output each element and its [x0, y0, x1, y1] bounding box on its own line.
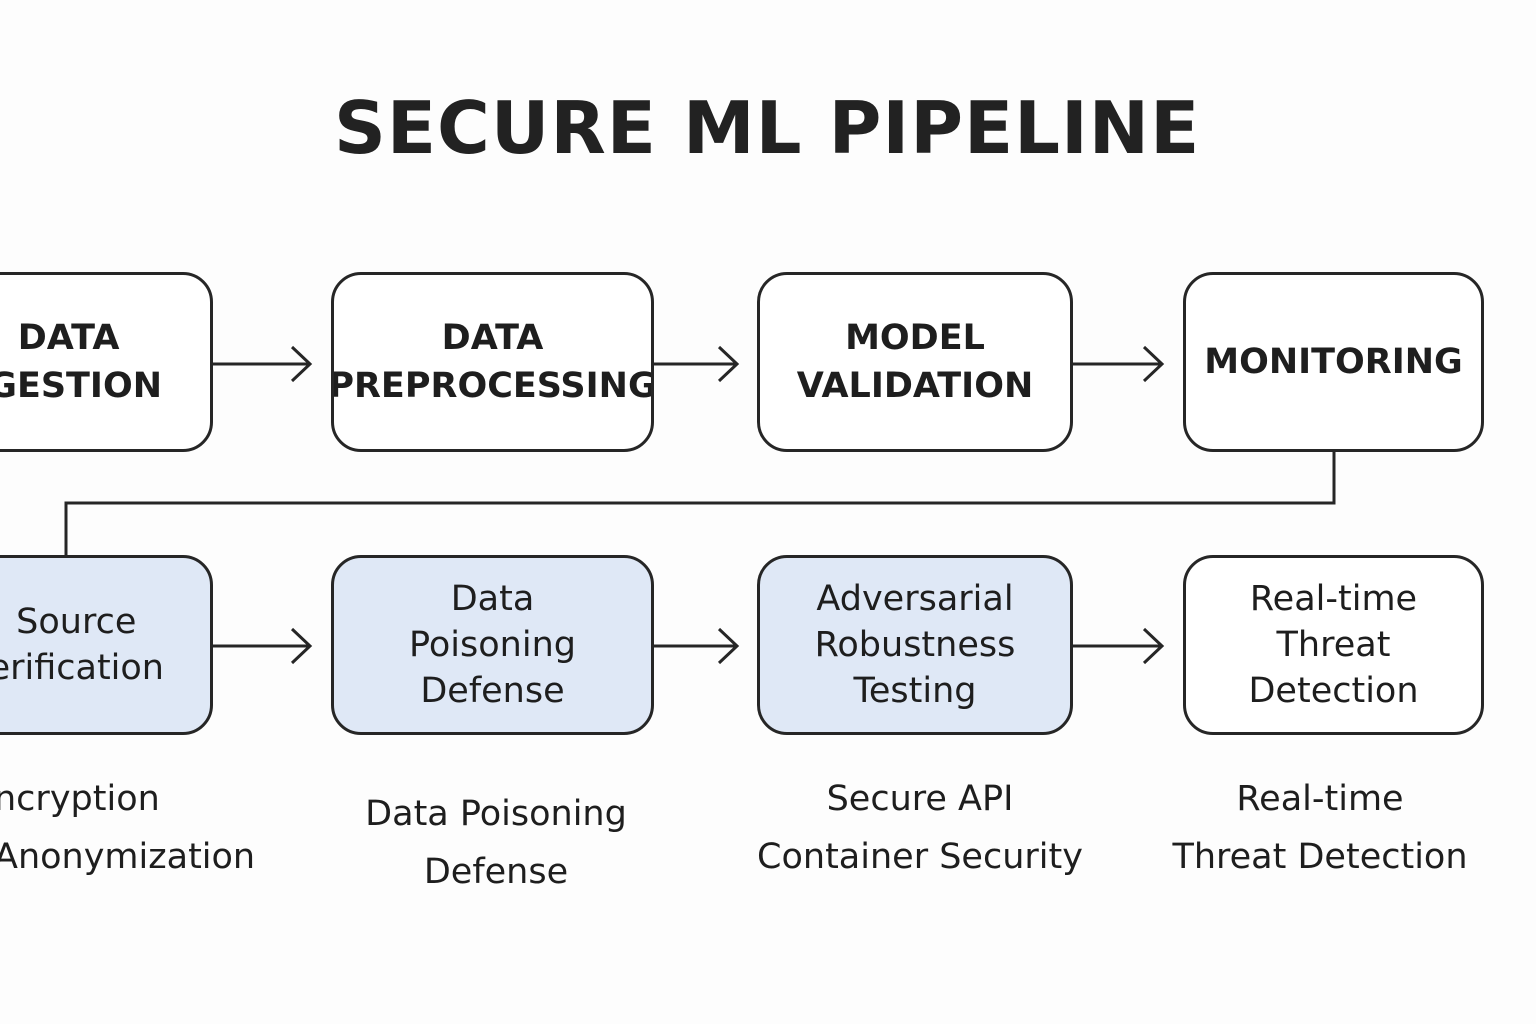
stage-label: DATA PREPROCESSING	[331, 318, 654, 406]
arrow-source-to-poisoning	[213, 627, 313, 665]
caption-threat-detection: Real-time Threat Detection	[1172, 779, 1468, 877]
stage-box-model-validation: MODEL VALIDATION	[757, 272, 1073, 452]
security-label: Adversarial Robustness Testing	[814, 579, 1016, 711]
stage-label: MONITORING	[1204, 342, 1463, 382]
caption-secure-api: Secure API Container Security	[757, 779, 1083, 877]
security-label: Data Poisoning Defense	[409, 579, 576, 711]
stage-label: MODEL VALIDATION	[796, 318, 1034, 406]
security-label: Real-time Threat Detection	[1248, 579, 1419, 711]
security-box-adversarial-testing: Adversarial Robustness Testing	[757, 555, 1073, 735]
caption-encryption: ncryption Anonymization	[0, 779, 256, 877]
security-box-threat-detection: Real-time Threat Detection	[1183, 555, 1484, 735]
page-title: SECURE ML PIPELINE	[334, 86, 1201, 170]
arrow-ingestion-to-preprocessing	[213, 345, 313, 383]
stage-box-data-preprocessing: DATA PREPROCESSING	[331, 272, 654, 452]
security-label: Source erification	[0, 602, 164, 688]
arrow-adversarial-to-threat	[1073, 627, 1165, 665]
feedback-line	[64, 452, 1336, 555]
security-box-source-verification: Source erification	[0, 555, 213, 735]
arrow-poisoning-to-adversarial	[654, 627, 740, 665]
security-box-data-poisoning-defense: Data Poisoning Defense	[331, 555, 654, 735]
arrow-validation-to-monitoring	[1073, 345, 1165, 383]
stage-box-data-ingestion: DATA IGESTION	[0, 272, 213, 452]
arrow-preprocessing-to-validation	[654, 345, 740, 383]
stage-label: DATA IGESTION	[0, 318, 162, 406]
stage-box-monitoring: MONITORING	[1183, 272, 1484, 452]
caption-data-poisoning: Data Poisoning Defense	[365, 794, 627, 892]
